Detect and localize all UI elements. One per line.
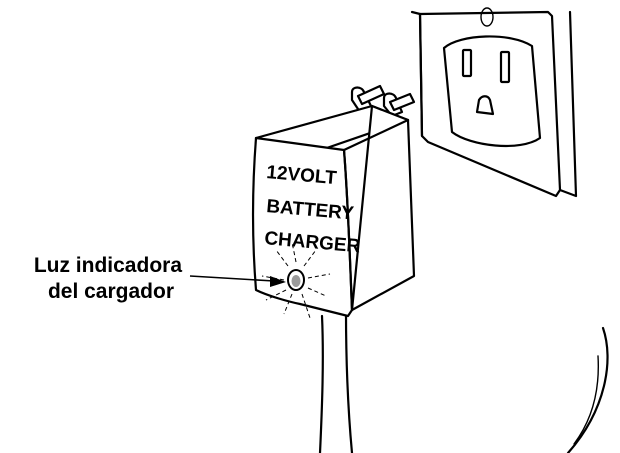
outlet-ground-hole <box>475 95 495 116</box>
callout-label-line1: Luz indicadora <box>34 254 183 277</box>
background-curve-inner <box>573 355 599 445</box>
callout-arrow <box>189 275 286 287</box>
callout-label-line2: del cargador <box>48 280 174 303</box>
power-cord <box>318 310 354 453</box>
outlet-slot-right <box>499 50 511 84</box>
charger-body <box>251 104 416 318</box>
background-curve <box>566 326 609 453</box>
wall-outlet <box>410 7 578 198</box>
outlet-receptacle <box>442 35 542 148</box>
outlet-slot-left <box>461 48 473 78</box>
outlet-screw-hole <box>480 7 494 27</box>
charger-prongs <box>350 84 416 118</box>
indicator-light <box>261 241 331 319</box>
